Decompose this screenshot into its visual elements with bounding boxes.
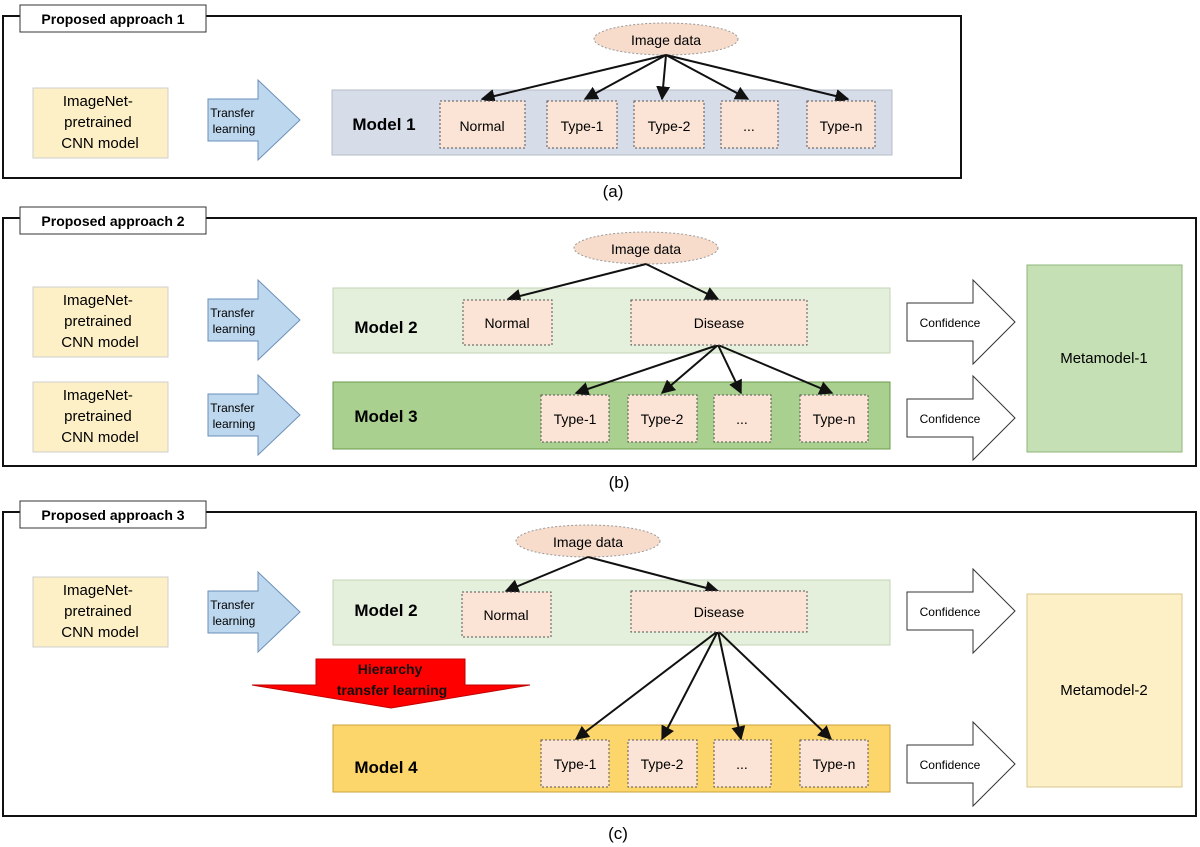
classes-a: Normal Type-1 Type-2 ... Type-n (439, 100, 876, 149)
svg-text:Type-2: Type-2 (648, 118, 691, 134)
panel-b: Proposed approach 2 ImageNet- pretrained… (2, 206, 1197, 492)
svg-text:ImageNet- pretrained: ImageNet- pretrained CNN model (61, 387, 139, 446)
image-data-a: Image data (593, 22, 739, 56)
model-4-box (332, 724, 891, 793)
panel-a-title-box (19, 4, 207, 33)
model-3-label: Model 3 (354, 407, 417, 426)
svg-text:Confidence: Confidence (920, 412, 981, 426)
confidence-arrow-c1: Confidence (906, 567, 1016, 655)
svg-text:Type-2: Type-2 (641, 411, 684, 427)
svg-text:Transfer learning: Transfer learning (210, 598, 258, 628)
svg-text:ImageNet- pretrained: ImageNet- pretrained CNN model (61, 93, 139, 152)
svg-text:Type-1: Type-1 (561, 118, 604, 134)
cnn-model-a: ImageNet- pretrained CNN model (32, 87, 169, 159)
classes-c: Normal Disease Type-1 Type-2 ... Type-n (461, 590, 869, 788)
arrows-c (504, 556, 833, 741)
model-2-label-b: Model 2 (354, 318, 417, 337)
transfer-arrow-c: Transfer learning (207, 570, 301, 654)
confidence-arrow-c2: Confidence (906, 720, 1016, 808)
svg-text:ImageNet- pretrained: ImageNet- pretrained CNN model (61, 582, 139, 641)
svg-text:Confidence: Confidence (920, 316, 981, 330)
transfer-arrow-b1: Transfer learning (207, 278, 301, 362)
svg-text:Transfer learning: Transfer learning (210, 106, 258, 136)
svg-text:Confidence: Confidence (920, 758, 981, 772)
panel-c-title: Proposed approach 3 (41, 507, 184, 523)
svg-text:Confidence: Confidence (920, 605, 981, 619)
image-data-c: Image data (515, 524, 661, 558)
svg-text:Type-1: Type-1 (554, 411, 597, 427)
cnn-model-c: ImageNet- pretrained CNN model (32, 576, 169, 648)
classes-b: Normal Disease Type-1 Type-2 ... Type-n (462, 299, 869, 443)
metamodel-1-box (1026, 264, 1183, 453)
caption-a: (a) (603, 182, 624, 201)
confidence-arrow-b1: Confidence (906, 278, 1016, 366)
metamodel-2-label: Metamodel-2 (1060, 682, 1148, 699)
transfer-arrow-b2: Transfer learning (207, 373, 301, 457)
metamodel-1-label: Metamodel-1 (1060, 350, 1148, 367)
model-2-label-c: Model 2 (354, 601, 417, 620)
svg-text:Type-n: Type-n (813, 411, 856, 427)
model-3-box (332, 381, 891, 450)
svg-text:Hierarchy transfer lea: Hierarchy transfer learning (337, 661, 447, 698)
arrows-b (506, 263, 834, 396)
panel-a: Proposed approach 1 ImageNet- pretrained… (2, 4, 962, 201)
svg-text:Normal: Normal (484, 315, 529, 331)
panel-c: Proposed approach 3 ImageNet- pretrained… (2, 500, 1197, 843)
svg-text:Disease: Disease (694, 604, 745, 620)
caption-c: (c) (608, 824, 628, 843)
panel-b-title: Proposed approach 2 (41, 213, 184, 229)
svg-text:Type-n: Type-n (813, 756, 856, 772)
model-4-label: Model 4 (354, 758, 418, 777)
cnn-model-b1: ImageNet- pretrained CNN model (32, 286, 169, 358)
cnn-model-b2: ImageNet- pretrained CNN model (32, 381, 169, 453)
svg-text:Image data: Image data (611, 241, 681, 257)
arrows-a (480, 54, 850, 103)
svg-text:Normal: Normal (483, 607, 528, 623)
svg-text:Type-n: Type-n (820, 118, 863, 134)
svg-text:Image data: Image data (553, 534, 623, 550)
panel-a-title: Proposed approach 1 (41, 11, 184, 27)
svg-text:...: ... (743, 118, 755, 134)
svg-text:Type-2: Type-2 (641, 756, 684, 772)
svg-text:Transfer learning: Transfer learning (210, 401, 258, 431)
svg-text:...: ... (736, 756, 748, 772)
image-data-b: Image data (573, 231, 719, 265)
svg-text:Transfer learning: Transfer learning (210, 306, 258, 336)
caption-b: (b) (609, 473, 630, 492)
svg-text:...: ... (736, 411, 748, 427)
transfer-arrow-a: Transfer learning (207, 78, 301, 162)
svg-text:Image data: Image data (631, 32, 701, 48)
metamodel-2-box (1026, 593, 1183, 788)
model-1-label: Model 1 (352, 115, 415, 134)
svg-text:ImageNet- pretrained: ImageNet- pretrained CNN model (61, 292, 139, 351)
svg-text:Normal: Normal (459, 118, 504, 134)
svg-text:Type-1: Type-1 (554, 756, 597, 772)
svg-text:Disease: Disease (694, 315, 745, 331)
hierarchy-arrow: Hierarchy transfer learning (251, 658, 531, 709)
confidence-arrow-b2: Confidence (906, 374, 1016, 462)
